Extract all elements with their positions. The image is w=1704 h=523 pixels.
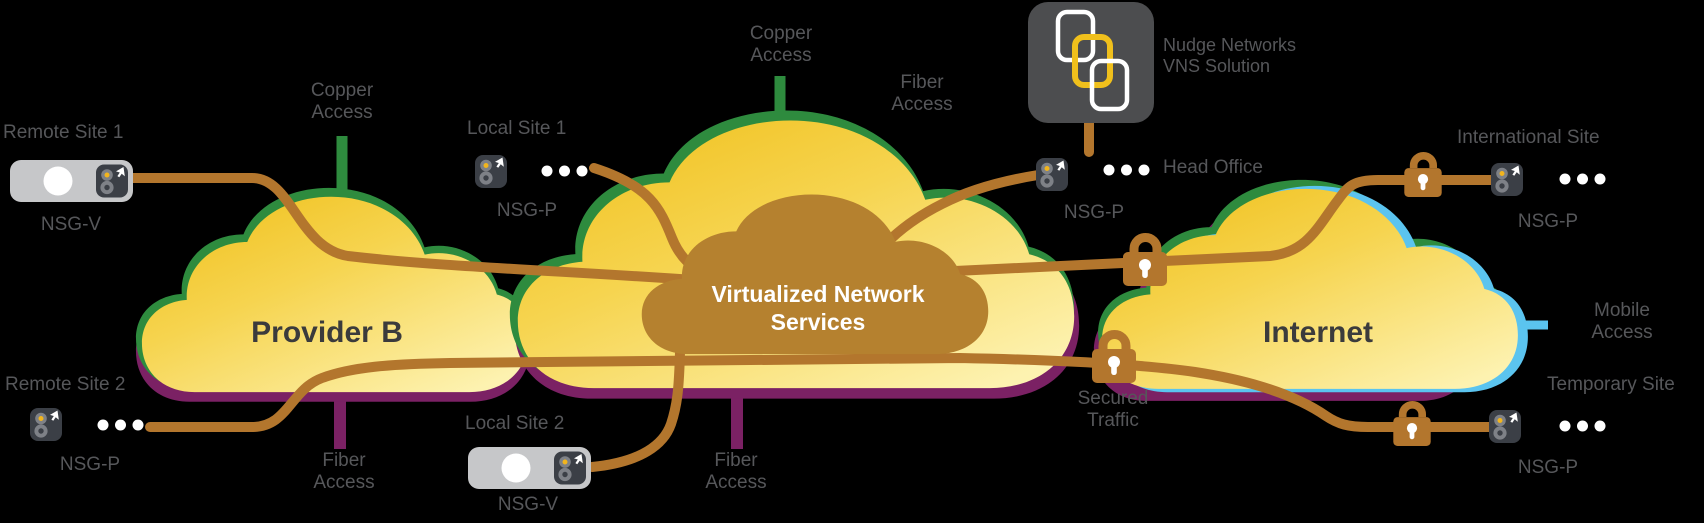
nsg-v-device-icon-local2	[468, 447, 591, 489]
fiber-access-label-center-top: Fiber Access	[891, 72, 953, 116]
fiber-access-label-left: Fiber Access	[313, 450, 375, 494]
lock-icon-international	[1404, 156, 1441, 197]
local-site-2-label: Local Site 2	[465, 413, 565, 434]
line-remote-site-1	[123, 173, 753, 289]
remote-site-2-label: Remote Site 2	[5, 374, 126, 395]
line-local-site-2	[587, 347, 685, 472]
vns-solution-icon	[1028, 2, 1154, 123]
copper-access-label-center: Copper Access	[749, 23, 813, 67]
remote-site-1-label: Remote Site 1	[3, 122, 124, 143]
nsg-v-label-remote1: NSG-V	[40, 214, 102, 235]
nsg-p-device-icon-temporary	[1489, 410, 1521, 443]
nsg-p-label-local1: NSG-P	[496, 200, 558, 221]
nsg-p-device-icon-remote2	[30, 408, 62, 441]
line-secured-to-international	[950, 175, 1497, 276]
secured-traffic-label: Secured Traffic	[1077, 388, 1149, 432]
provider-b-cloud-label: Provider B	[251, 316, 403, 349]
line-remote-site-2-to-temporary	[145, 352, 1494, 432]
temporary-site-label: Temporary Site	[1547, 374, 1675, 395]
mobile-access-label: Mobile Access	[1591, 300, 1653, 344]
ellipsis-dots-temporary	[1559, 420, 1606, 432]
nsg-v-device-icon-remote1	[10, 160, 133, 202]
nsg-p-device-icon-local1	[475, 155, 507, 188]
copper-access-label-left: Copper Access	[310, 80, 374, 124]
international-site-label: International Site	[1457, 127, 1600, 148]
local-site-1-label: Local Site 1	[467, 118, 567, 139]
nsg-p-device-icon-head-office	[1036, 158, 1068, 191]
nsg-p-device-icon-international	[1491, 163, 1523, 196]
line-head-office	[877, 170, 1043, 253]
nsg-p-label-temporary: NSG-P	[1517, 457, 1579, 478]
lock-icon-temporary	[1393, 405, 1430, 446]
ellipsis-dots-international	[1559, 173, 1606, 185]
ellipsis-dots-local1	[541, 165, 588, 177]
lock-icon-secured-upper	[1123, 238, 1167, 287]
traffic-lines	[123, 115, 1497, 472]
head-office-label: Head Office	[1163, 157, 1263, 178]
internet-cloud-label: Internet	[1262, 316, 1374, 349]
vns-solution-label: Nudge Networks VNS Solution	[1163, 35, 1297, 77]
nsg-v-label-local2: NSG-V	[497, 494, 559, 515]
nsg-p-label-remote2: NSG-P	[59, 454, 121, 475]
nsg-p-label-head-office: NSG-P	[1063, 202, 1125, 223]
vns-cloud-label: Virtualized Network Services	[711, 281, 925, 336]
nsg-p-label-international: NSG-P	[1517, 211, 1579, 232]
ellipsis-dots-head-office	[1103, 164, 1150, 176]
ellipsis-dots-remote2	[97, 419, 144, 431]
fiber-access-label-center-bottom: Fiber Access	[705, 450, 767, 494]
